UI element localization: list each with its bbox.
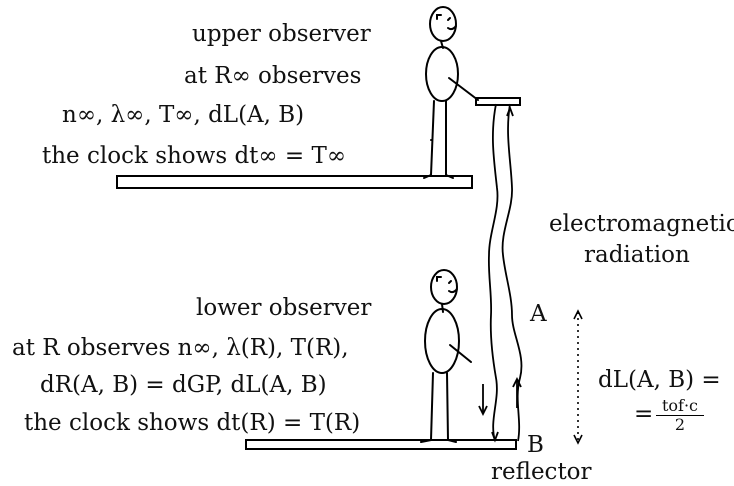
distance-formula-equals: = <box>634 401 654 427</box>
arrow-up-top <box>506 105 514 117</box>
lower-clock-reading: the clock shows dt(R) = T(R) <box>24 410 361 436</box>
point-b-label: B <box>527 432 544 458</box>
distance-formula-fraction-bar <box>656 415 704 416</box>
upper-plate <box>475 97 521 106</box>
lower-observer-quantities: at R observes n∞, λ(R), T(R), <box>12 335 349 361</box>
upper-platform <box>116 175 473 189</box>
arrow-up <box>512 376 522 408</box>
upper-observer-quantities: n∞, λ∞, T∞, dL(A, B) <box>62 102 305 128</box>
arrow-down-bottom <box>491 431 499 443</box>
distance-formula-numerator: tof·c <box>661 396 699 415</box>
lower-platform <box>245 439 517 450</box>
upper-observer-title: upper observer <box>192 21 371 47</box>
upper-observer-location: at R∞ observes <box>184 63 362 89</box>
radiation-label-line2: radiation <box>584 242 690 268</box>
lower-observer-figure <box>420 269 472 443</box>
radiation-wave-down <box>487 103 499 442</box>
radiation-label-line1: electromagnetic <box>549 211 734 237</box>
lower-observer-distances: dR(A, B) = dGP, dL(A, B) <box>40 372 327 398</box>
upper-observer-figure <box>423 6 479 179</box>
distance-indicator <box>573 309 583 445</box>
distance-formula-line1: dL(A, B) = <box>598 367 721 393</box>
point-a-label: A <box>530 301 547 327</box>
arrow-down <box>478 384 488 417</box>
radiation-wave-up <box>501 103 523 442</box>
reflector-label: reflector <box>491 459 592 485</box>
distance-formula-denominator: 2 <box>674 415 686 434</box>
upper-clock-reading: the clock shows dt∞ = T∞ <box>42 143 346 169</box>
lower-observer-title: lower observer <box>196 295 372 321</box>
